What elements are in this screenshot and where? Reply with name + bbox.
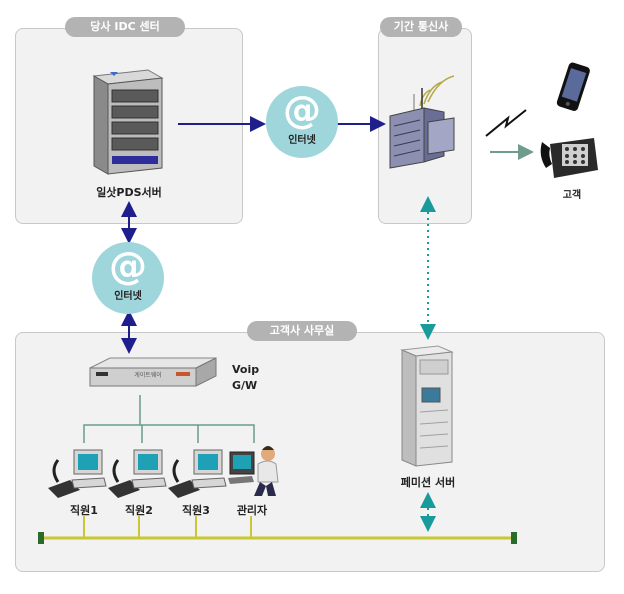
workstation-2	[104, 446, 168, 502]
internet-label: 인터넷	[114, 291, 142, 302]
admin-label: 관리자	[236, 504, 268, 517]
workstation-1	[44, 446, 108, 502]
pds-server-icon	[92, 69, 164, 175]
computer-phone-icon	[108, 449, 167, 498]
internet-node-top: @ 인터넷	[266, 86, 338, 158]
internet-label: 인터넷	[288, 135, 316, 146]
staff-1-label: 직원1	[70, 504, 98, 517]
gateway-device-text: 게이트웨이	[134, 372, 162, 379]
admin-person-icon	[228, 446, 279, 496]
carrier-switch-icon	[389, 75, 455, 169]
desk-phone-icon	[540, 138, 598, 178]
voip-gateway-icon	[89, 357, 217, 387]
staff-3-label: 직원3	[182, 504, 210, 517]
carrier-panel-title: 기간 통신사	[380, 17, 462, 37]
fax-server-icon	[400, 345, 454, 467]
customer-label: 고객	[562, 190, 582, 201]
mobile-phone-icon	[556, 62, 590, 111]
office-panel-title: 고객사 사무실	[247, 321, 357, 341]
fax-server-label: 페미션 서버	[400, 476, 456, 489]
internet-node-left: @ 인터넷	[92, 242, 164, 314]
idc-panel-title: 당사 IDC 센터	[65, 17, 185, 37]
pds-server-label: 일삿PDS서버	[96, 186, 162, 199]
computer-phone-icon	[48, 449, 107, 498]
gateway-fanout	[83, 424, 255, 443]
voip-gw-label: Voip G/W	[232, 363, 260, 392]
at-icon: @	[283, 88, 321, 132]
at-icon: @	[109, 244, 147, 288]
wireless-zigzag	[485, 109, 527, 137]
admin-workstation	[222, 442, 286, 502]
workstation-3	[164, 446, 228, 502]
staff-2-label: 직원2	[125, 504, 153, 517]
computer-phone-icon	[168, 449, 227, 498]
